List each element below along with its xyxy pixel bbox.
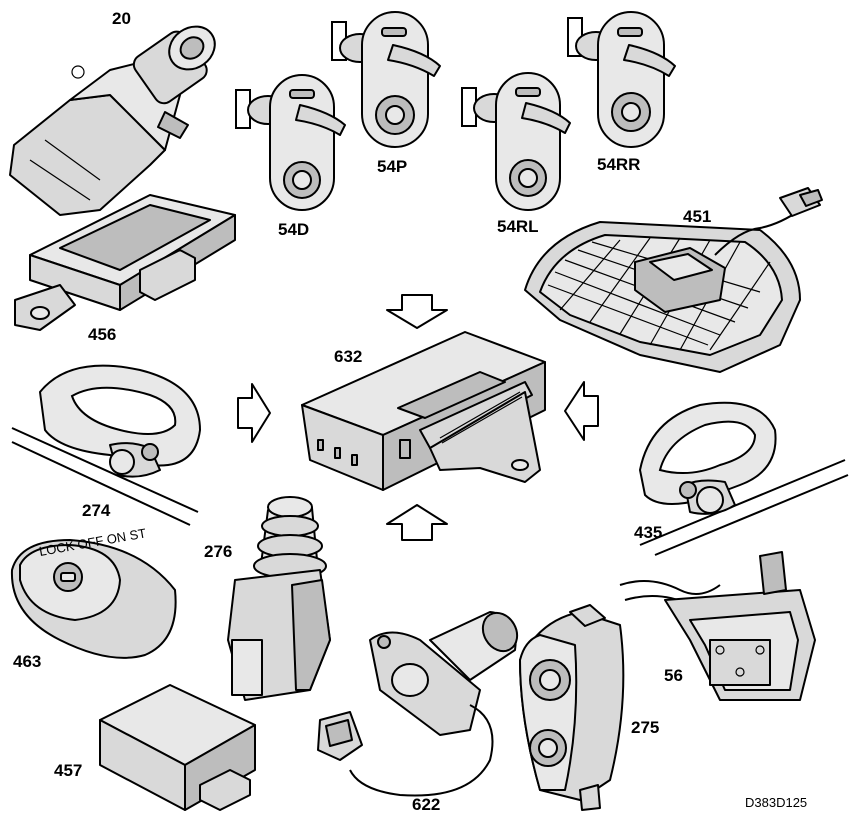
arrow-up	[386, 504, 448, 541]
part-451-courtesy-light	[524, 187, 823, 373]
label-274: 274	[82, 501, 111, 520]
part-276-selector-lever	[227, 496, 331, 701]
part-622-actuator	[317, 611, 519, 797]
part-56-lock-mechanism	[619, 551, 816, 701]
part-435-door-handle	[639, 401, 849, 556]
part-463-ignition-surround: LOCK OFF ON ST	[10, 525, 177, 659]
label-54RL: 54RL	[497, 217, 539, 236]
part-632-control-unit	[301, 331, 546, 491]
label-54D: 54D	[278, 220, 309, 239]
label-435: 435	[634, 523, 662, 542]
part-54D-door-switch	[235, 74, 346, 211]
label-457: 457	[54, 761, 82, 780]
label-276: 276	[204, 542, 232, 561]
label-20: 20	[112, 9, 131, 28]
label-463: 463	[13, 652, 41, 671]
label-632: 632	[334, 347, 362, 366]
part-54RL-door-switch	[461, 72, 571, 211]
label-54P: 54P	[377, 157, 407, 176]
arrow-down	[386, 294, 448, 329]
label-456: 456	[88, 325, 116, 344]
label-451: 451	[683, 207, 711, 226]
part-275-speaker-unit	[519, 604, 625, 811]
part-274-door-handle	[11, 364, 201, 526]
arrow-left	[564, 381, 599, 441]
part-54P-door-switch	[331, 11, 441, 148]
label-275: 275	[631, 718, 659, 737]
part-20-ignition-switch	[9, 25, 216, 216]
part-457-relay-box	[99, 684, 256, 811]
label-622: 622	[412, 795, 440, 814]
reference-code: D383D125	[745, 795, 807, 810]
part-54RR-door-switch	[567, 11, 676, 148]
arrow-right	[237, 383, 271, 443]
label-56: 56	[664, 666, 683, 685]
part-456-module	[14, 194, 236, 331]
label-54RR: 54RR	[597, 155, 640, 174]
connector-pins	[439, 391, 523, 444]
